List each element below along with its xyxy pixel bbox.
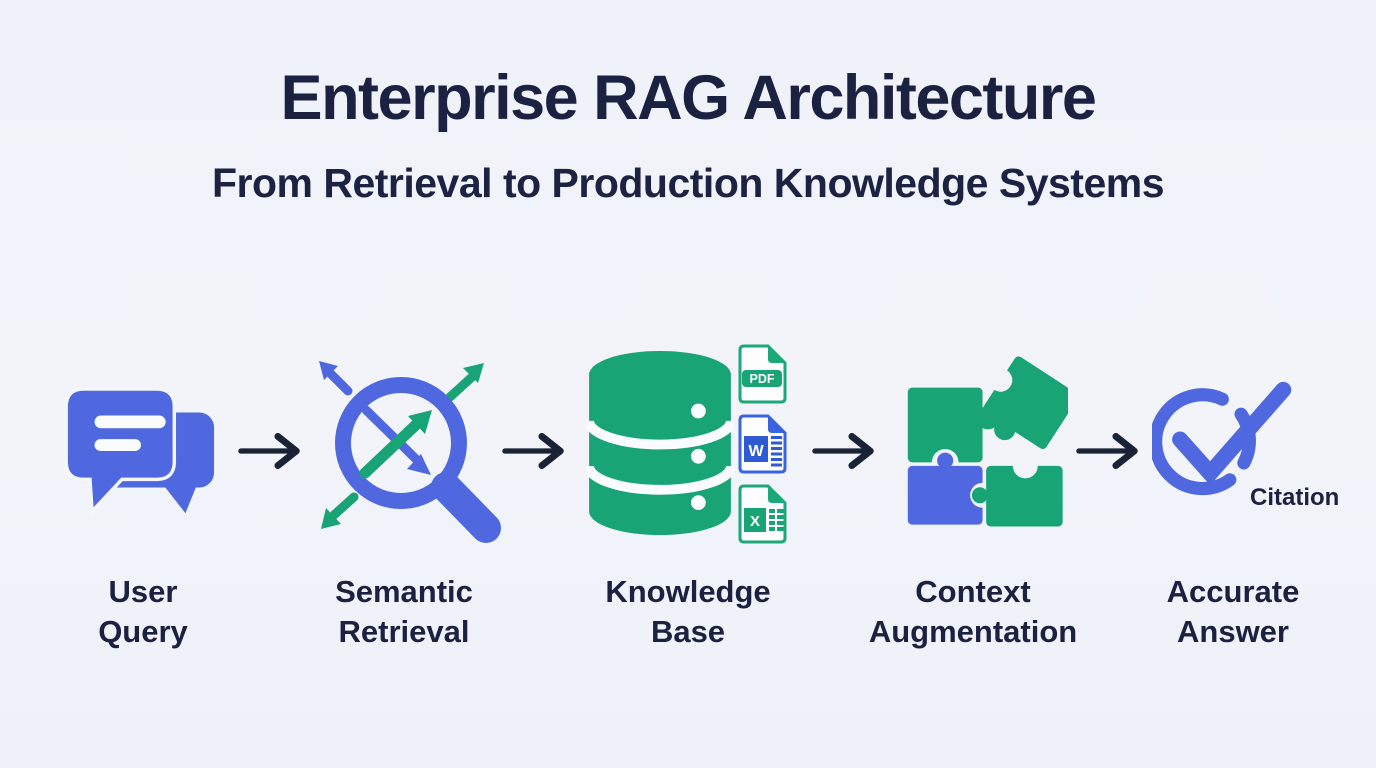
stage-label-user-query: User Query [98, 574, 188, 649]
page-subtitle: From Retrieval to Production Knowledge S… [211, 160, 1165, 206]
excel-file-icon: X [738, 484, 787, 544]
svg-text:X: X [750, 513, 760, 530]
check-circle-icon [1152, 381, 1292, 496]
citation-annotation: Citation [1250, 484, 1340, 511]
flow-arrow-icon [238, 433, 300, 469]
stage-label-knowledge-base: Knowledge Base [605, 574, 771, 649]
flow-arrow-icon [1076, 433, 1138, 469]
database-icon [586, 350, 734, 536]
document-type-stack: PDF W X [734, 343, 790, 553]
pdf-file-icon: PDF [738, 344, 787, 404]
page-title: Enterprise RAG Architecture [280, 63, 1097, 133]
svg-text:PDF: PDF [750, 372, 775, 386]
stage-label-accurate-answer: Accurate Answer [1166, 574, 1300, 649]
flow-arrow-icon [502, 433, 564, 469]
chat-bubbles-icon [64, 387, 215, 516]
flow-arrow-icon [812, 433, 874, 469]
magnifier-vectors-icon [319, 361, 501, 543]
word-file-icon: W [738, 414, 787, 474]
stage-label-semantic-retrieval: Semantic Retrieval [335, 574, 473, 649]
svg-text:W: W [748, 443, 764, 460]
stage-label-context-augmentation: Context Augmentation [868, 574, 1078, 649]
puzzle-icon [907, 356, 1068, 527]
